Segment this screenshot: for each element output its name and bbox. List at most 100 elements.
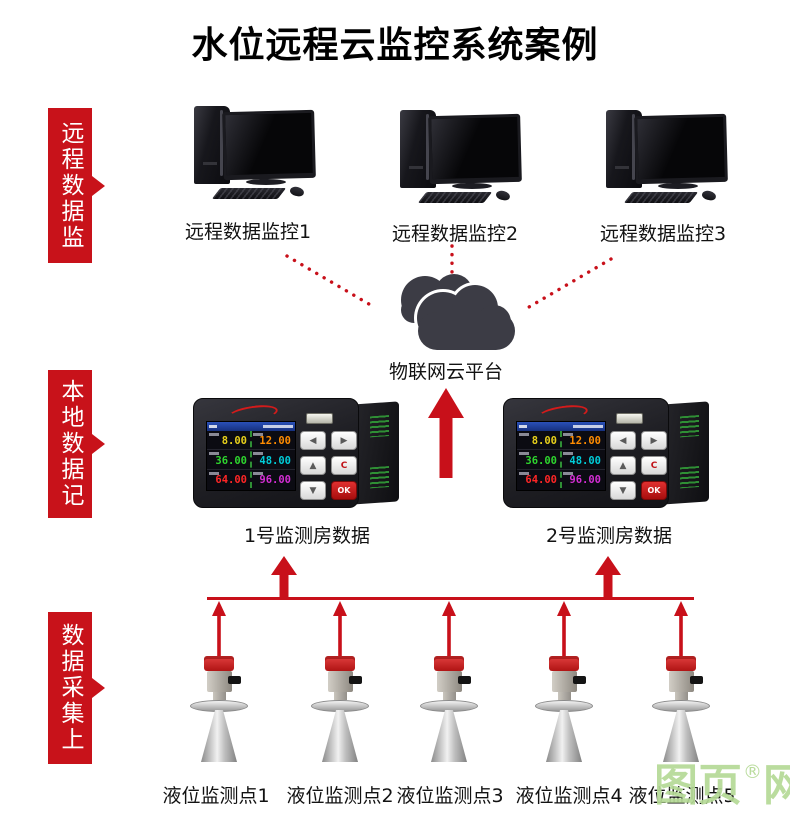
sensor-body-icon — [206, 671, 241, 692]
recorder-2: 8.00 12.00 36.00 48.00 64.00 96.00 ◀ ▶ ▲… — [503, 398, 715, 512]
sensor-2-label: 液位监测点2 — [286, 785, 394, 807]
sensor-cap-icon — [325, 656, 355, 671]
watermark-text: 图页 — [654, 760, 742, 811]
recorder-keypad: ◀ ▶ ▲ C ▼ OK — [300, 431, 357, 500]
arrow-sensor2-to-bus — [333, 601, 347, 659]
pc-monitor-icon — [222, 109, 316, 181]
sensor-body-icon — [436, 671, 471, 692]
sensor-cap-icon — [204, 656, 234, 671]
channel-value: 8.00 — [207, 431, 251, 449]
key-down-button: ▼ — [610, 481, 636, 500]
pc-monitor-icon — [428, 113, 522, 185]
channel-value: 48.00 — [561, 449, 605, 468]
dotted-link-pc3-cloud — [527, 257, 613, 309]
channel-value: 96.00 — [561, 468, 605, 488]
key-down-button: ▼ — [300, 481, 326, 500]
recorder-screen: 8.00 12.00 36.00 48.00 64.00 96.00 — [206, 421, 296, 491]
channel-value: 48.00 — [251, 449, 295, 468]
arrow-recorders-to-cloud — [428, 388, 464, 478]
page-title: 水位远程云监控系统案例 — [191, 25, 599, 66]
screen-status-bar — [517, 422, 605, 431]
level-sensor-5 — [649, 656, 713, 762]
cloud-icon — [401, 274, 518, 353]
sensor-3-label: 液位监测点3 — [396, 785, 504, 807]
recorder-1-label: 1号监测房数据 — [243, 525, 371, 547]
screen-channel-grid: 8.00 12.00 36.00 48.00 64.00 96.00 — [207, 431, 295, 488]
pc-keyboard-icon — [417, 192, 493, 203]
sensor-neck-icon — [333, 692, 347, 700]
sensor-1-label: 液位监测点1 — [162, 785, 270, 807]
sensor-horn-icon — [431, 710, 467, 762]
arrow-bus-to-recorder2 — [595, 556, 621, 598]
arrow-bus-to-recorder1 — [271, 556, 297, 598]
key-right-button: ▶ — [331, 431, 357, 450]
sensor-neck-icon — [442, 692, 456, 700]
sensor-neck-icon — [212, 692, 226, 700]
pc-keyboard-icon — [211, 188, 287, 199]
level-sensor-3 — [417, 656, 481, 762]
channel-value: 8.00 — [517, 431, 561, 449]
screen-status-bar — [207, 422, 295, 431]
recorder-2-label: 2号监测房数据 — [545, 525, 673, 547]
watermark-text: 网 — [763, 760, 790, 811]
pc-base-icon — [246, 179, 286, 185]
sensor-bus-line — [207, 597, 694, 600]
computer-2-label: 远程数据监控2 — [391, 223, 519, 245]
key-up-button: ▲ — [300, 456, 326, 475]
sensor-horn-icon — [546, 710, 582, 762]
sensor-body-icon — [551, 671, 586, 692]
sensor-neck-icon — [674, 692, 688, 700]
usb-slot-icon — [616, 413, 643, 424]
key-ok-button: OK — [641, 481, 667, 500]
channel-value: 36.00 — [207, 449, 251, 468]
computer-1-label: 远程数据监控1 — [184, 221, 312, 243]
channel-value: 12.00 — [561, 431, 605, 449]
screen-channel-grid: 8.00 12.00 36.00 48.00 64.00 96.00 — [517, 431, 605, 488]
channel-value: 64.00 — [207, 468, 251, 488]
usb-slot-icon — [306, 413, 333, 424]
pc-keyboard-icon — [623, 192, 699, 203]
sensor-cap-icon — [666, 656, 696, 671]
sensor-neck-icon — [557, 692, 571, 700]
recorder-front-panel: 8.00 12.00 36.00 48.00 64.00 96.00 ◀ ▶ ▲… — [193, 398, 359, 508]
registered-mark: ® — [743, 761, 762, 783]
sensor-horn-icon — [322, 710, 358, 762]
pc-base-icon — [658, 183, 698, 189]
sensor-horn-icon — [201, 710, 237, 762]
watermark-logo: 图页®网 — [654, 761, 790, 808]
key-clear-button: C — [641, 456, 667, 475]
key-left-button: ◀ — [300, 431, 326, 450]
arrow-sensor5-to-bus — [674, 601, 688, 659]
channel-value: 64.00 — [517, 468, 561, 488]
stage-banner-data-upload: 数据采集上传 — [13, 612, 105, 764]
computer-2 — [396, 110, 524, 210]
pc-mouse-icon — [495, 189, 511, 202]
sensor-horn-icon — [663, 710, 699, 762]
pc-base-icon — [452, 183, 492, 189]
cloud-label: 物联网云平台 — [388, 361, 503, 383]
level-sensor-4 — [532, 656, 596, 762]
channel-value: 12.00 — [251, 431, 295, 449]
pc-mouse-icon — [289, 185, 305, 198]
arrow-sensor3-to-bus — [442, 601, 456, 659]
pc-mouse-icon — [701, 189, 717, 202]
key-left-button: ◀ — [610, 431, 636, 450]
key-clear-button: C — [331, 456, 357, 475]
stage-banner-local-recording: 本地数据记录 — [13, 370, 105, 518]
recorder-front-panel: 8.00 12.00 36.00 48.00 64.00 96.00 ◀ ▶ ▲… — [503, 398, 669, 508]
level-sensor-1 — [187, 656, 251, 762]
recorder-keypad: ◀ ▶ ▲ C ▼ OK — [610, 431, 667, 500]
pc-monitor-icon — [634, 113, 728, 185]
recorder-1: 8.00 12.00 36.00 48.00 64.00 96.00 ◀ ▶ ▲… — [193, 398, 405, 512]
channel-value: 96.00 — [251, 468, 295, 488]
key-up-button: ▲ — [610, 456, 636, 475]
dotted-link-pc1-cloud — [285, 254, 376, 309]
arrow-sensor4-to-bus — [557, 601, 571, 659]
sensor-body-icon — [327, 671, 362, 692]
key-ok-button: OK — [331, 481, 357, 500]
computer-1 — [190, 106, 318, 206]
sensor-cap-icon — [434, 656, 464, 671]
arrow-sensor1-to-bus — [212, 601, 226, 659]
sensor-4-label: 液位监测点4 — [515, 785, 623, 807]
computer-3-label: 远程数据监控3 — [599, 223, 727, 245]
